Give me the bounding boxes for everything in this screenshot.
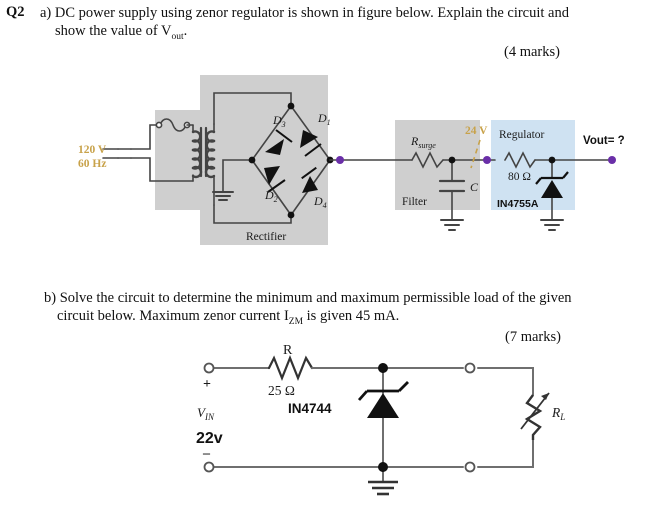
resistor-regulator-symbol bbox=[504, 151, 536, 169]
ground-transformer bbox=[212, 191, 234, 201]
bridge-diodes bbox=[264, 129, 322, 193]
ground-symbol-b bbox=[368, 480, 398, 496]
label-diode-d2-sub: 2 bbox=[274, 195, 278, 204]
part-a-line2-text: show the value of V bbox=[55, 23, 172, 39]
label-resistor-value: 25 Ω bbox=[268, 383, 295, 398]
label-diode-d1: D1 bbox=[317, 111, 331, 127]
capacitor-plates bbox=[438, 179, 466, 193]
part-b-subscript: ZM bbox=[288, 316, 304, 327]
part-b-line2: circuit below. Maximum zenor current IZM… bbox=[57, 307, 399, 331]
part-b-line1: b) Solve the circuit to determine the mi… bbox=[44, 290, 572, 306]
label-vout: Vout= ? bbox=[583, 135, 625, 147]
label-plus-sign: + bbox=[203, 377, 211, 392]
node-dot-filter bbox=[448, 156, 456, 164]
node-dot-regulator bbox=[548, 156, 556, 164]
label-block-filter: Filter bbox=[402, 196, 427, 208]
resistor-r-symbol bbox=[267, 355, 314, 381]
block-filter-shade bbox=[395, 120, 480, 210]
leader-24v bbox=[470, 139, 481, 169]
ground-filter bbox=[440, 219, 464, 231]
label-resistor-r: R bbox=[283, 345, 293, 358]
terminal-input-positive bbox=[203, 362, 215, 374]
node-purple-vout bbox=[608, 156, 616, 164]
label-regulator-resistor: 80 Ω bbox=[508, 171, 531, 183]
terminal-output-bottom bbox=[464, 461, 476, 473]
load-resistor-rl bbox=[520, 392, 550, 440]
bridge-arm-bottom-left bbox=[251, 159, 292, 216]
label-zener-part-a: IN4755A bbox=[497, 198, 539, 210]
wire-bottom-to-load bbox=[477, 439, 534, 468]
label-capacitor: C bbox=[470, 180, 479, 194]
part-a-line1: a) DC power supply using zenor regulator… bbox=[40, 5, 569, 21]
wire-secondary-bottom-to-bridge bbox=[213, 204, 292, 224]
figure-b-zener-load-circuit: R 25 Ω + – VIN 22v IN4744 RL bbox=[0, 345, 672, 505]
figure-a-dc-power-supply: 120 V 60 Hz D3 D1 D2 D4 Rectifier Filter… bbox=[0, 68, 672, 273]
zener-diode-in4744 bbox=[357, 381, 409, 418]
fuse-symbol bbox=[159, 118, 187, 132]
node-zener-bottom bbox=[378, 462, 388, 472]
diode-d4 bbox=[301, 166, 318, 193]
bridge-arm-top-left bbox=[251, 105, 292, 161]
fuse-end-left bbox=[155, 121, 163, 129]
label-source-value: 22v bbox=[196, 430, 223, 447]
terminal-output-top bbox=[464, 362, 476, 374]
transformer-secondary-coil bbox=[204, 130, 216, 179]
label-load-rl: RL bbox=[551, 405, 565, 422]
label-source-vin: VIN bbox=[197, 405, 215, 422]
diode-d2 bbox=[264, 166, 286, 193]
part-b-marks: (7 marks) bbox=[505, 329, 561, 345]
label-diode-d3-sub: 3 bbox=[281, 120, 286, 129]
node-zener-top bbox=[378, 363, 388, 373]
block-rectifier-shade bbox=[200, 75, 328, 245]
wire-plug-bottom bbox=[130, 157, 194, 182]
resistor-surge-symbol bbox=[411, 151, 444, 169]
label-source-frequency: 60 Hz bbox=[78, 158, 106, 170]
label-block-rectifier: Rectifier bbox=[246, 231, 286, 243]
diode-d3 bbox=[265, 129, 293, 155]
ground-regulator bbox=[540, 219, 564, 231]
label-block-regulator: Regulator bbox=[499, 129, 545, 141]
label-minus-sign: – bbox=[202, 446, 211, 461]
label-node-24v: 24 V bbox=[465, 125, 488, 137]
label-load-rl-sub: L bbox=[559, 412, 565, 422]
label-diode-d1-sub: 1 bbox=[327, 118, 331, 127]
label-zener-part-b: IN4744 bbox=[288, 401, 332, 416]
question-number: Q2 bbox=[6, 4, 25, 20]
part-b-line2-b: is given 45 mA. bbox=[303, 308, 400, 324]
terminal-input-negative bbox=[203, 461, 215, 473]
part-a-line2: show the value of Vout. bbox=[55, 22, 187, 46]
label-source-voltage: 120 V bbox=[78, 144, 107, 156]
label-diode-d4-sub: 4 bbox=[323, 201, 327, 210]
part-b-line2-a: circuit below. Maximum zenor current I bbox=[57, 308, 289, 324]
diode-d1 bbox=[300, 130, 322, 157]
part-a-period: . bbox=[183, 23, 188, 39]
part-a-subscript: out bbox=[171, 31, 184, 42]
wire-secondary-top-to-bridge bbox=[213, 92, 292, 125]
node-purple-rectifier-out bbox=[336, 156, 344, 164]
part-a-marks: (4 marks) bbox=[504, 44, 560, 60]
wire-top-to-load bbox=[477, 367, 534, 396]
label-source-vin-sub: IN bbox=[204, 412, 215, 422]
node-purple-filter-out bbox=[483, 156, 491, 164]
wire-plug-to-fuse bbox=[130, 124, 161, 150]
bridge-arm-top-right bbox=[290, 105, 331, 161]
node-bridge-top bbox=[287, 102, 295, 110]
wire-centertap-ground bbox=[222, 159, 253, 193]
node-bridge-bottom bbox=[287, 211, 295, 219]
zener-diode-in4755a bbox=[535, 171, 569, 198]
node-bridge-left bbox=[248, 156, 256, 164]
label-resistor-surge-sub: surge bbox=[418, 141, 436, 150]
